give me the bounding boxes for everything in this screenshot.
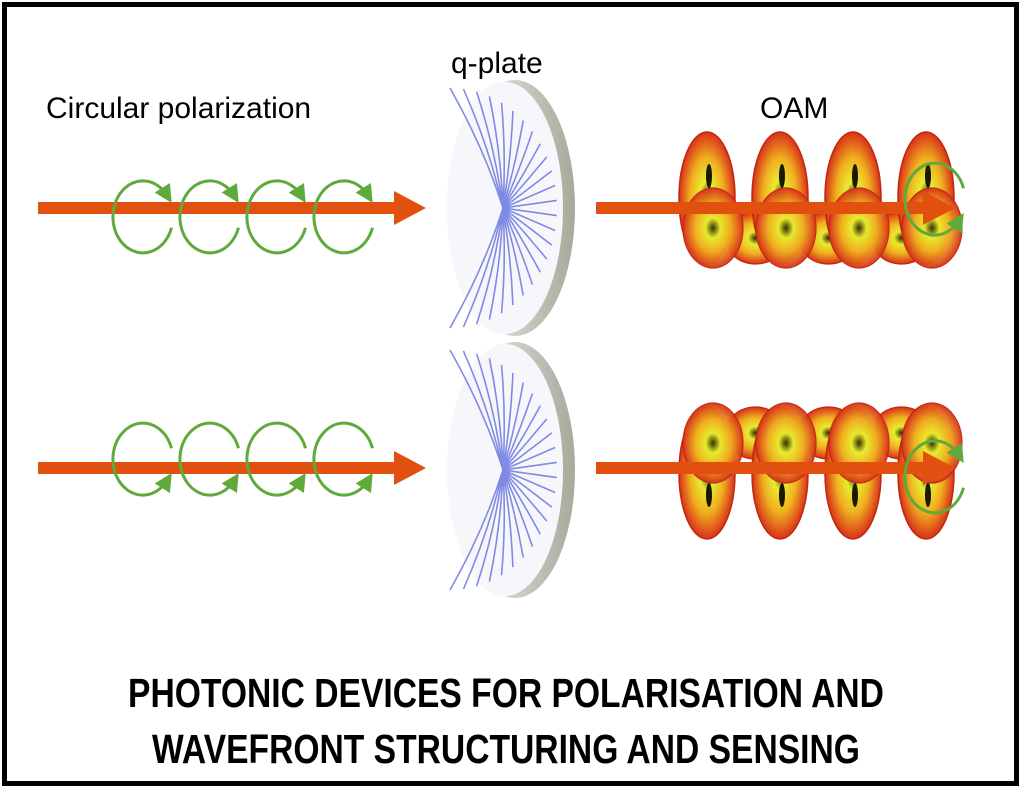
- beam-shaft: [596, 462, 927, 474]
- circular-polarization-loop: [111, 179, 173, 255]
- q-plate-line: [462, 469, 504, 590]
- q-plate-line: [462, 207, 504, 328]
- q-plate-line: [502, 170, 553, 209]
- circular-polarization-loop: [312, 179, 374, 255]
- q-plate-line: [502, 469, 542, 535]
- q-plate-line: [502, 469, 514, 568]
- q-plate-line: [502, 143, 542, 209]
- helix-lobe: [828, 187, 890, 269]
- q-plate-line: [502, 461, 557, 471]
- q-plate-line: [488, 469, 504, 582]
- q-plate-line: [502, 207, 525, 296]
- input-beam-arrow: [38, 451, 426, 485]
- q-plate-line: [475, 353, 504, 471]
- q-plate-pattern: [449, 349, 557, 591]
- q-plate-disk: [447, 342, 575, 598]
- q-plate-line: [462, 350, 504, 471]
- q-plate-line: [488, 96, 504, 209]
- q-plate-line: [502, 469, 534, 547]
- q-plate-line: [500, 469, 506, 576]
- circular-polarization-loop: [245, 179, 307, 255]
- q-plate-line: [502, 131, 534, 209]
- q-plate-line: [502, 382, 525, 471]
- q-plate-line: [502, 372, 514, 471]
- q-plate-line: [488, 207, 504, 320]
- circular-polarization-loop: [178, 179, 240, 255]
- q-plate-line: [502, 199, 557, 209]
- helix-core: [706, 164, 712, 188]
- q-plate-line: [449, 207, 504, 329]
- q-plate-line: [500, 102, 506, 209]
- q-plate-line: [475, 469, 504, 587]
- beam-arrowhead: [394, 451, 426, 485]
- output-beam-arrow: [596, 191, 955, 225]
- q-plate-line: [488, 358, 504, 471]
- q-plate-line: [475, 91, 504, 209]
- helix-core: [852, 483, 858, 507]
- q-plate-label: q-plate: [451, 47, 543, 80]
- beam-arrowhead: [923, 191, 955, 225]
- q-plate-line: [502, 184, 556, 209]
- beam-arrowhead: [923, 451, 955, 485]
- beam-arrowhead: [394, 191, 426, 225]
- oam-helix: [678, 131, 963, 269]
- beam-shaft: [38, 202, 398, 214]
- input-beam-arrow: [38, 191, 426, 225]
- q-plate-line: [502, 418, 548, 471]
- oam-label: OAM: [760, 92, 829, 125]
- circular-polarization-loop: [111, 421, 173, 497]
- row-top: [38, 80, 965, 336]
- figure-title-line-1: PHOTONIC DEVICES FOR POLARISATION AND: [128, 670, 884, 716]
- row-bottom: [38, 342, 965, 598]
- output-beam-arrow: [596, 451, 955, 485]
- q-plate-line: [502, 207, 557, 217]
- circular-polarization-loop: [245, 421, 307, 497]
- q-plate-line: [502, 469, 553, 508]
- q-plate-line: [500, 364, 506, 471]
- circular-polarization-loop: [178, 421, 240, 497]
- q-plate-line: [502, 405, 542, 471]
- q-plate-line: [500, 207, 506, 314]
- circular-polarization-label: Circular polarization: [46, 92, 312, 125]
- q-plate-line: [449, 349, 504, 471]
- helix-lobe: [682, 187, 744, 269]
- q-plate-line: [502, 120, 525, 209]
- q-plate-line: [502, 469, 525, 558]
- beam-shaft: [596, 202, 927, 214]
- q-plate-line: [502, 207, 556, 232]
- q-plate-line: [502, 156, 548, 209]
- helix-lobe: [755, 187, 817, 269]
- circular-polarization-loop: [312, 421, 374, 497]
- q-plate-line: [502, 469, 557, 479]
- output-rotation-loop: [903, 161, 965, 237]
- q-plate-line: [502, 207, 514, 306]
- q-plate-line: [502, 207, 534, 285]
- q-plate-line: [475, 207, 504, 325]
- helix-core: [706, 483, 712, 507]
- helix-core: [925, 483, 931, 507]
- helix-core: [779, 483, 785, 507]
- q-plate-line: [502, 207, 548, 260]
- q-plate-line: [449, 87, 504, 209]
- q-plate-line: [502, 393, 534, 471]
- q-plate-line: [502, 207, 553, 246]
- q-plate-line: [462, 88, 504, 209]
- helix-core: [852, 164, 858, 188]
- beam-shaft: [38, 462, 398, 474]
- q-plate-line: [449, 469, 504, 591]
- output-rotation-loop: [903, 439, 965, 515]
- q-plate-line: [502, 446, 556, 471]
- q-plate-line: [502, 469, 548, 522]
- q-plate-pattern: [449, 87, 557, 329]
- helix-core: [925, 164, 931, 188]
- q-plate-line: [502, 469, 556, 494]
- q-plate-line: [502, 110, 514, 209]
- helix-core: [779, 164, 785, 188]
- q-plate-disk: [447, 80, 575, 336]
- figure-title-line-2: WAVEFRONT STRUCTURING AND SENSING: [152, 726, 860, 772]
- q-plate-line: [502, 207, 542, 273]
- q-plate-line: [502, 432, 553, 471]
